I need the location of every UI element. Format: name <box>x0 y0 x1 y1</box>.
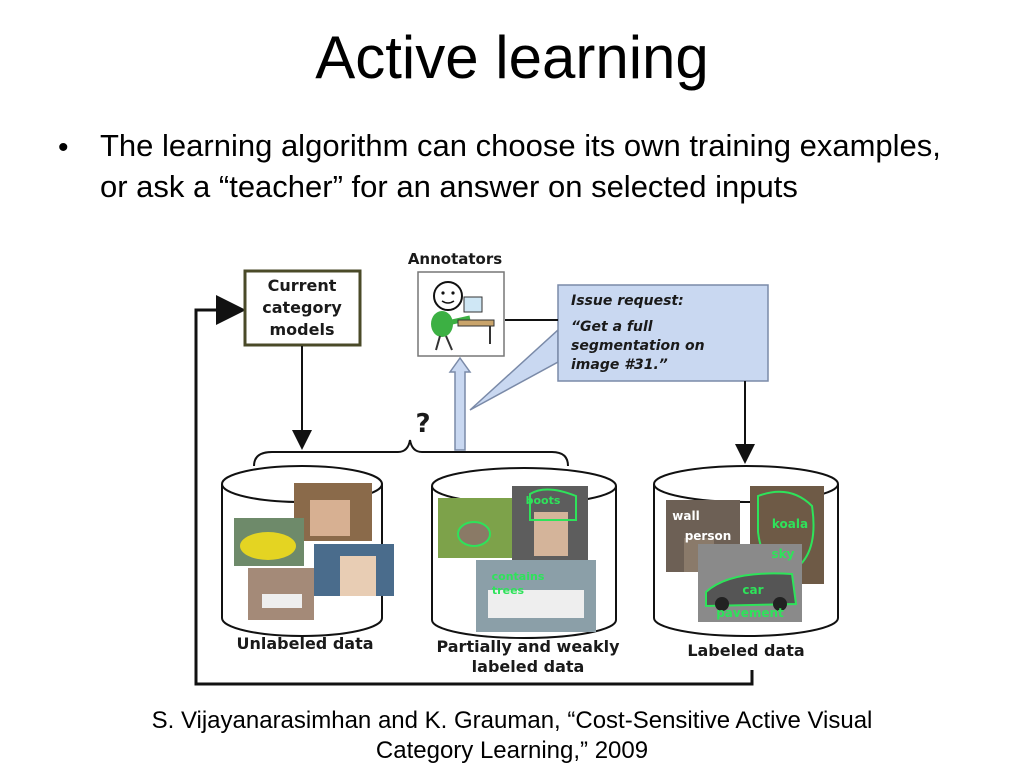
models-label-line1: Current <box>268 276 337 295</box>
request-line3: segmentation on <box>571 338 705 354</box>
unlabeled-data-label: Unlabeled data <box>236 634 373 653</box>
tag-car: car <box>742 583 763 597</box>
slide-title: Active learning <box>315 24 709 91</box>
models-label-line2: category <box>262 298 342 317</box>
partially-labeled-data-cylinder: boots contains trees <box>431 467 617 639</box>
pool-brace <box>253 439 569 467</box>
labeled-data-cylinder: wall person koala sky car pavement <box>653 465 839 637</box>
tag-wall: wall <box>672 509 699 523</box>
tag-koala: koala <box>772 517 808 531</box>
feedback-loop-arrow <box>194 295 754 686</box>
bullet-dot-icon: • <box>58 131 69 164</box>
current-category-models-box: Current category models <box>243 269 362 347</box>
citation-line2: Category Learning,” 2009 <box>375 737 649 764</box>
unlabeled-data-cylinder <box>221 465 394 637</box>
models-label-line3: models <box>270 320 335 339</box>
annotators-label: Annotators <box>408 250 502 268</box>
request-line1: Issue request: <box>571 293 684 309</box>
labeled-data-label: Labeled data <box>687 641 804 660</box>
partial-label-line1: Partially and weakly <box>436 637 620 656</box>
issue-request-callout: Issue request: “Get a full segmentation … <box>469 284 769 411</box>
citation: S. Vijayanarasimhan and K. Grauman, “Cos… <box>0 706 1024 766</box>
tag-trees: trees <box>492 584 525 597</box>
tag-sky: sky <box>772 547 795 561</box>
request-line4: image #31.” <box>571 357 668 373</box>
annotator-icon <box>417 271 505 357</box>
bullet-text: The learning algorithm can choose its ow… <box>100 128 941 204</box>
question-mark: ? <box>415 409 430 439</box>
query-arrow <box>448 356 472 451</box>
tag-person: person <box>685 529 732 543</box>
partial-label-line2: labeled data <box>472 657 585 676</box>
tag-contains: contains <box>492 570 545 583</box>
tag-pavement: pavement <box>716 606 784 620</box>
citation-line1: S. Vijayanarasimhan and K. Grauman, “Cos… <box>151 707 873 734</box>
request-line2: “Get a full <box>571 319 653 335</box>
tag-boots: boots <box>526 494 561 507</box>
